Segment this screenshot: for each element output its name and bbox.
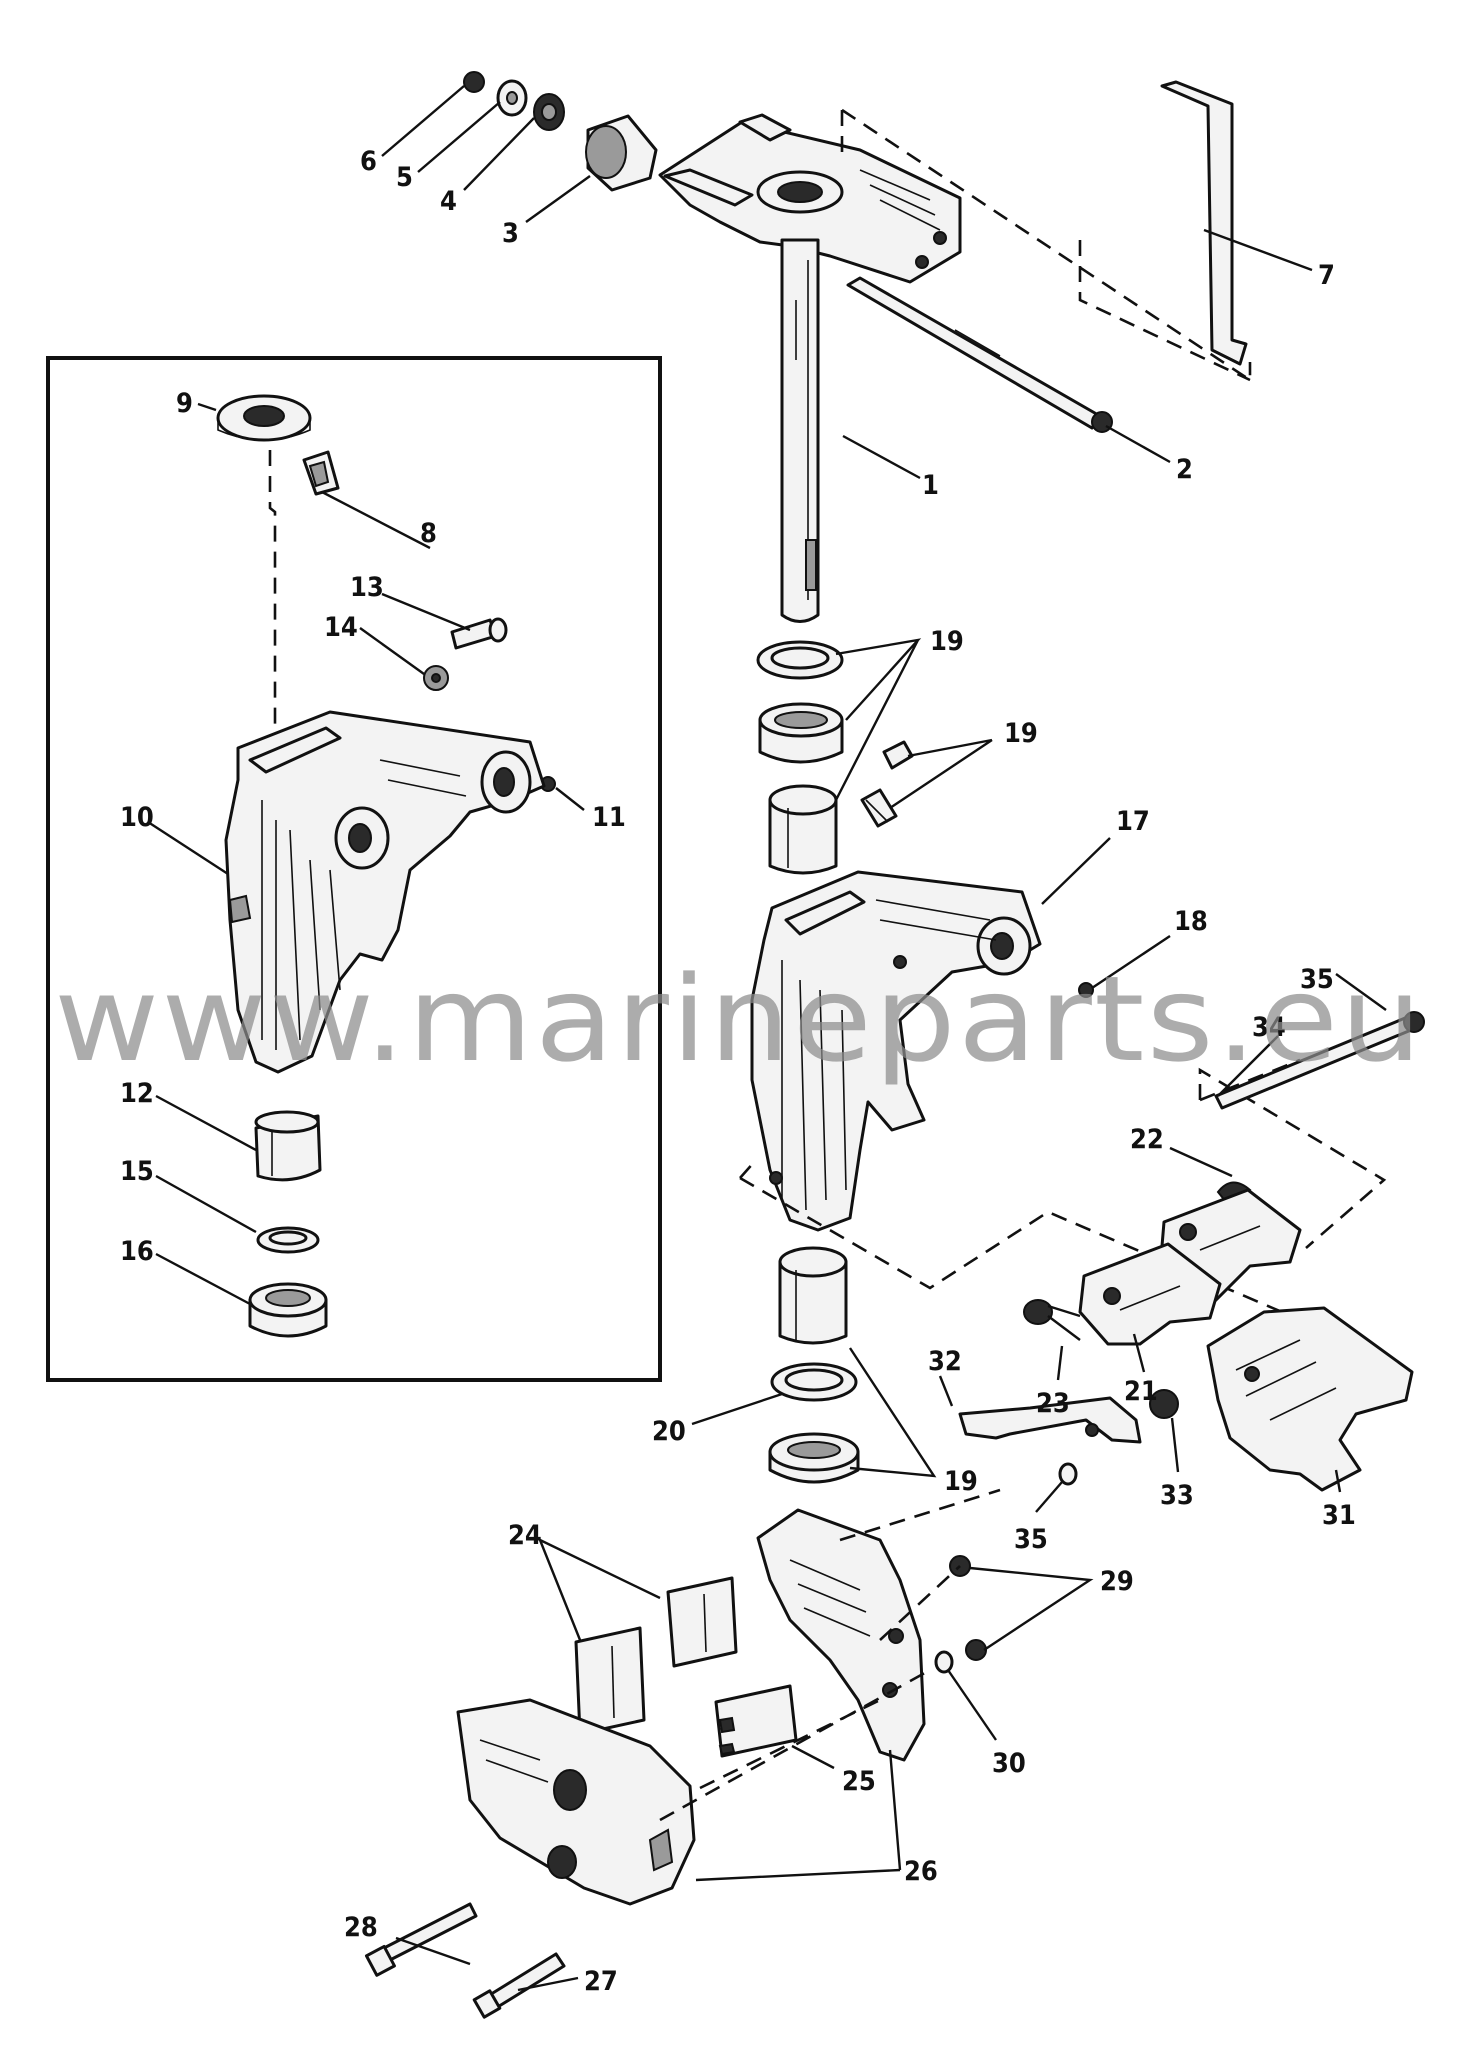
lower-bushing-19 (778, 1246, 848, 1345)
callout-20: 20 (652, 1416, 686, 1447)
swivel-bracket-17 (750, 870, 1042, 1232)
callout-24: 24 (508, 1520, 542, 1551)
callout-32: 32 (928, 1346, 962, 1377)
swivel-shaft (780, 238, 820, 623)
thrust-washer-20 (770, 1362, 858, 1402)
center-snap-ring-19 (756, 640, 844, 680)
callout-22: 22 (1130, 1124, 1164, 1155)
callout-19c: 19 (944, 1466, 978, 1497)
callout-7: 7 (1318, 260, 1335, 291)
leader-dashed-stern (659, 1488, 1001, 1822)
screw-35-lower (1058, 1462, 1078, 1486)
callout-12: 12 (120, 1078, 154, 1109)
bolt-28 (364, 1902, 478, 1977)
steering-arm-bracket (658, 113, 962, 284)
grease-fitting-18 (1078, 982, 1094, 998)
callout-35a: 35 (1300, 964, 1334, 995)
long-bolt (846, 276, 1113, 433)
callout-30: 30 (992, 1748, 1026, 1779)
callout-14: 14 (324, 612, 358, 643)
inset-o-ring-15 (256, 1226, 320, 1254)
callout-29: 29 (1100, 1566, 1134, 1597)
callout-labels: 1 2 3 4 5 6 7 8 9 10 11 12 13 14 15 16 1… (120, 146, 1356, 1997)
tilt-housing-31 (1206, 1306, 1414, 1492)
callout-34: 34 (1252, 1012, 1286, 1043)
inset-seal-16 (248, 1282, 328, 1338)
callout-8: 8 (420, 518, 437, 549)
leader-dashed-tiller (840, 108, 1252, 383)
callout-26: 26 (904, 1856, 938, 1887)
inset-clip-8 (302, 450, 340, 496)
inset-bolt-13 (450, 617, 508, 650)
callout-19b: 19 (1004, 718, 1038, 749)
tilt-lock-lever-21 (1078, 1188, 1302, 1346)
center-screw-19 (860, 740, 914, 828)
bushing-stack (463, 71, 658, 192)
callout-6: 6 (360, 146, 377, 177)
callout-5: 5 (396, 162, 413, 193)
callout-16: 16 (120, 1236, 154, 1267)
callout-33: 33 (1160, 1480, 1194, 1511)
center-bushing-sleeve-19 (768, 784, 838, 875)
bolt-27 (472, 1952, 566, 2019)
callout-21: 21 (1124, 1376, 1158, 1407)
callout-9: 9 (176, 388, 193, 419)
lower-seal-19 (768, 1432, 860, 1484)
callout-19a: 19 (930, 626, 964, 657)
washer-30 (934, 1650, 954, 1674)
callout-11: 11 (592, 802, 626, 833)
leader-lines (147, 85, 1387, 1992)
callout-18: 18 (1174, 906, 1208, 937)
callout-10: 10 (120, 802, 154, 833)
transom-clamp-right (756, 1508, 926, 1762)
transom-clamp-left-26 (456, 1698, 696, 1906)
pad-24-lower (574, 1626, 646, 1736)
callout-25: 25 (842, 1766, 876, 1797)
callout-17: 17 (1116, 806, 1150, 837)
leader-dashed-lower-bracket (739, 1058, 1387, 1320)
inset-bushing-12 (254, 1110, 322, 1182)
inset-nut-14 (423, 665, 449, 691)
callout-31: 31 (1322, 1500, 1356, 1531)
watermark-text: www.marineparts.eu (54, 950, 1424, 1088)
callout-35b: 35 (1014, 1524, 1048, 1555)
callout-23: 23 (1036, 1388, 1070, 1419)
callout-15: 15 (120, 1156, 154, 1187)
nut-29 (949, 1555, 987, 1661)
inset-swivel-bracket-10 (224, 710, 546, 1074)
steering-link-rod (1160, 80, 1248, 366)
spring-33 (1149, 1389, 1179, 1419)
inset-frame (46, 356, 662, 1382)
pad-25 (714, 1684, 798, 1758)
inset-washer-9 (216, 394, 312, 442)
callout-28: 28 (344, 1912, 378, 1943)
tilt-lock-plate-32 (958, 1396, 1142, 1444)
callout-1: 1 (922, 470, 939, 501)
callout-13: 13 (350, 572, 384, 603)
center-bushing-top-19 (758, 702, 844, 764)
spring-23 (1023, 1299, 1081, 1341)
callout-27: 27 (584, 1966, 618, 1997)
pad-24-upper (666, 1576, 738, 1668)
callout-2: 2 (1176, 454, 1193, 485)
callout-4: 4 (440, 186, 457, 217)
inset-dashed-axis (268, 450, 277, 740)
pin-34 (1214, 1011, 1425, 1110)
callout-3: 3 (502, 218, 519, 249)
